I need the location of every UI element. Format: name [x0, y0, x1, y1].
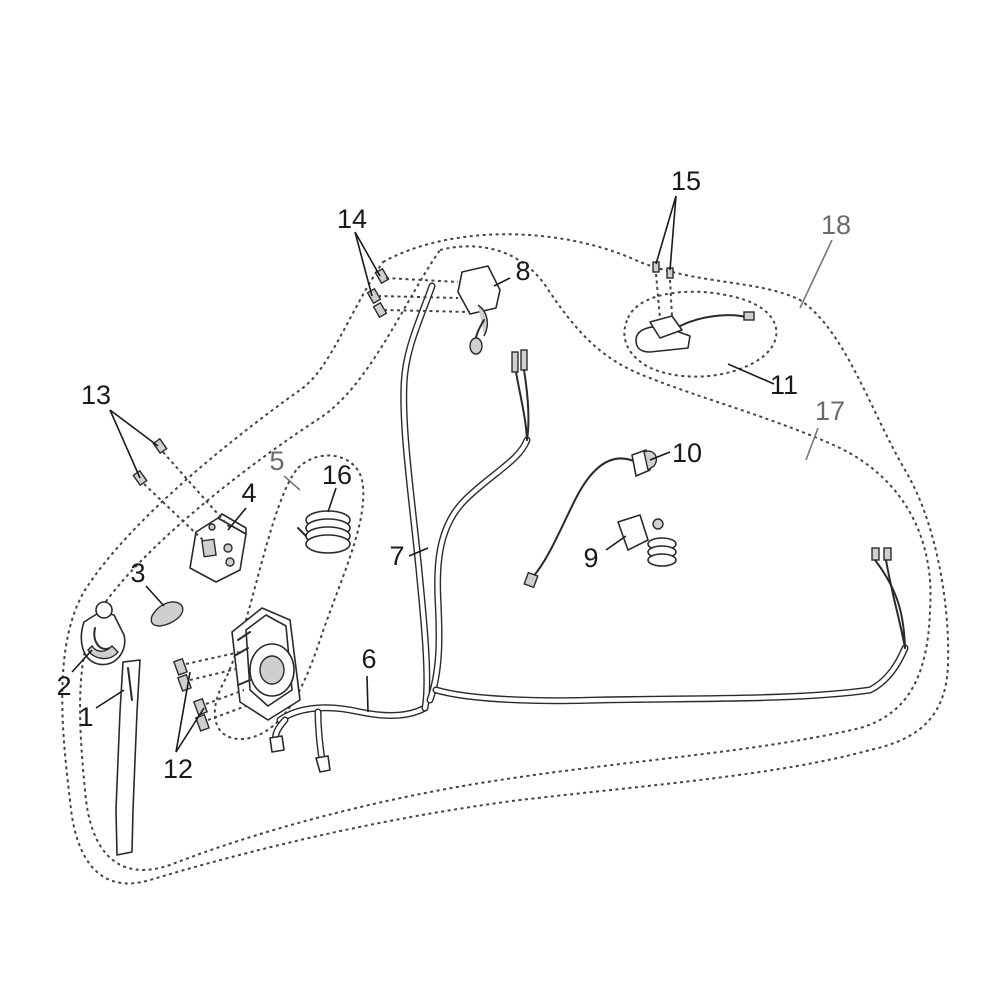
callout-12: 12 — [163, 754, 193, 784]
callout-2: 2 — [56, 671, 71, 701]
callout-labels: 1 2 3 4 5 6 7 8 9 10 11 12 13 14 15 16 1… — [56, 166, 851, 784]
leader-lines — [71, 195, 833, 753]
callout-3: 3 — [130, 558, 145, 588]
callout-14: 14 — [337, 204, 367, 234]
part-1-strap — [115, 659, 141, 856]
callout-11: 11 — [770, 370, 798, 400]
group-outline-17 — [79, 245, 932, 871]
part-4-switch-box — [189, 513, 247, 583]
callout-6: 6 — [361, 644, 376, 674]
part-9-switch-with-coil — [617, 514, 677, 567]
callout-7: 7 — [389, 541, 404, 571]
callout-13: 13 — [81, 380, 111, 410]
part-15-screws — [652, 261, 674, 319]
winch-motor-assembly — [231, 607, 301, 721]
callout-5: 5 — [269, 446, 284, 476]
group-outline-11 — [623, 290, 778, 378]
part-14-screws — [366, 267, 471, 319]
group-outline-18 — [61, 233, 950, 885]
callout-18: 18 — [821, 210, 851, 240]
callout-16: 16 — [322, 460, 352, 490]
part-6-short-harness — [269, 704, 429, 773]
callout-9: 9 — [583, 543, 598, 573]
part-7-main-harness — [400, 282, 909, 712]
part-2-hook — [80, 601, 126, 666]
callout-17: 17 — [815, 396, 845, 426]
callout-1: 1 — [78, 702, 93, 732]
callout-15: 15 — [671, 166, 701, 196]
callout-10: 10 — [672, 438, 702, 468]
part-8-upper-switch — [457, 265, 501, 355]
part-11-handle-switch — [635, 311, 755, 353]
part-3-pad — [150, 601, 184, 627]
callout-8: 8 — [515, 256, 530, 286]
part-16-coiled-cable — [297, 510, 351, 554]
callout-4: 4 — [241, 478, 256, 508]
group-outline-5 — [213, 454, 365, 741]
